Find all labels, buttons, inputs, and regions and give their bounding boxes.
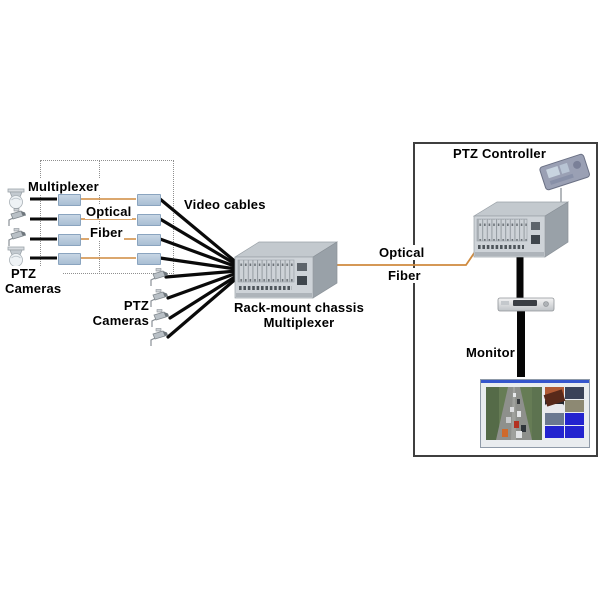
control-room-box [413, 142, 598, 457]
rack-chassis-label: Rack-mount chassis Multiplexer [218, 300, 380, 330]
optical-mux-rx-box [137, 214, 161, 226]
ptz-camera-icon [5, 208, 29, 233]
ptz-controller-label: PTZ Controller [452, 146, 548, 161]
rack-chassis-label-line1: Rack-mount chassis [233, 300, 365, 315]
monitor-titlebar [481, 380, 589, 383]
monitor-label: Monitor [448, 345, 516, 360]
camera-to-mux-lines [30, 197, 57, 260]
optical-mux-tx-box [58, 234, 81, 246]
video-thumbnail [545, 413, 564, 425]
video-cable-lines [158, 197, 240, 339]
video-thumbnail [543, 387, 566, 407]
optical-mux-tx-box [58, 214, 81, 226]
traffic-video-feed [486, 387, 542, 440]
lower-ptz-cameras-label: PTZ Cameras [86, 298, 150, 328]
fiber-label-left: Fiber [89, 225, 124, 240]
optical-mux-rx-box [137, 194, 161, 206]
optical-mux-tx-box [58, 253, 81, 265]
video-thumbnail-grid [543, 387, 584, 438]
upper-ptz-cameras-label-line1: PTZ [11, 266, 37, 281]
optical-mux-rx-box [137, 253, 161, 265]
optical-label-mid: Optical [378, 245, 426, 260]
video-thumbnail [565, 400, 584, 412]
monitor-display [480, 379, 590, 448]
ptz-camera-icon [5, 228, 29, 253]
lower-ptz-cameras-label-line1: PTZ [123, 298, 149, 313]
fiber-label-mid: Fiber [387, 268, 422, 283]
ptz-camera-icon [147, 328, 171, 353]
video-thumbnail [545, 426, 564, 438]
ptz-dome-camera-icon [3, 246, 29, 273]
ptz-camera-icon [147, 289, 171, 314]
rack-chassis-illustration [233, 240, 339, 304]
optical-mux-rx-box [137, 234, 161, 246]
optical-mux-tx-box [58, 194, 81, 206]
optical-label-left: Optical [85, 204, 133, 219]
ptz-controller-device [534, 150, 596, 201]
rack-chassis-label-line2: Multiplexer [263, 315, 335, 330]
video-thumbnail [565, 426, 584, 438]
ptz-camera-icon [148, 309, 172, 334]
lower-ptz-cameras-label-line2: Cameras [92, 313, 149, 328]
multiplexer-label: Multiplexer [27, 179, 100, 194]
video-switcher-device [497, 294, 555, 319]
upper-ptz-cameras-label-line2: Cameras [5, 281, 62, 296]
video-thumbnail [565, 413, 584, 425]
monitor-cable-lines [516, 254, 525, 377]
video-thumbnail [565, 387, 584, 399]
upper-ptz-cameras-label: PTZ Cameras [4, 266, 63, 296]
optical-mux-dashed-box [40, 160, 174, 274]
ptz-camera-icon [147, 268, 171, 293]
rack-chassis-illustration [472, 200, 570, 263]
video-cables-label: Video cables [183, 197, 267, 212]
